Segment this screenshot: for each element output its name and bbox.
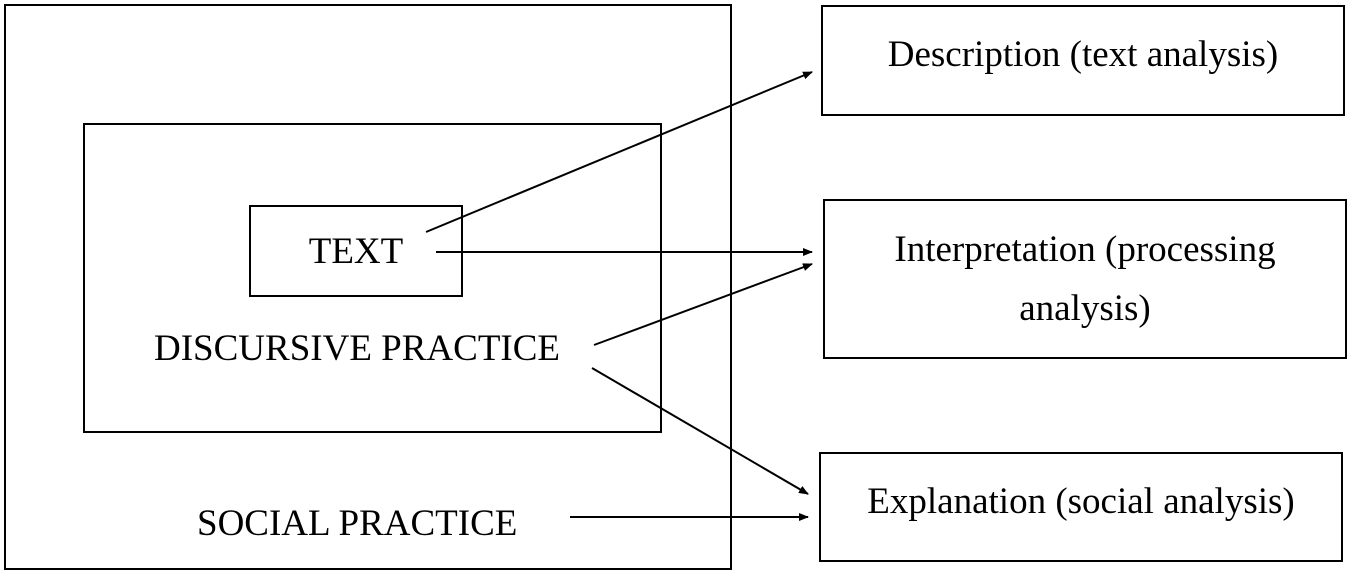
discursive-practice-label: DISCURSIVE PRACTICE bbox=[154, 328, 561, 369]
description-box bbox=[821, 5, 1345, 116]
explanation-label: Explanation (social analysis) bbox=[867, 481, 1295, 523]
explanation-box bbox=[819, 452, 1343, 562]
interpretation-box bbox=[823, 199, 1347, 359]
text-label: TEXT bbox=[308, 231, 404, 272]
interpretation-label: Interpretation (processing analysis) bbox=[894, 228, 1276, 329]
social-practice-label: SOCIAL PRACTICE bbox=[197, 503, 518, 544]
description-label: Description (text analysis) bbox=[887, 34, 1279, 76]
